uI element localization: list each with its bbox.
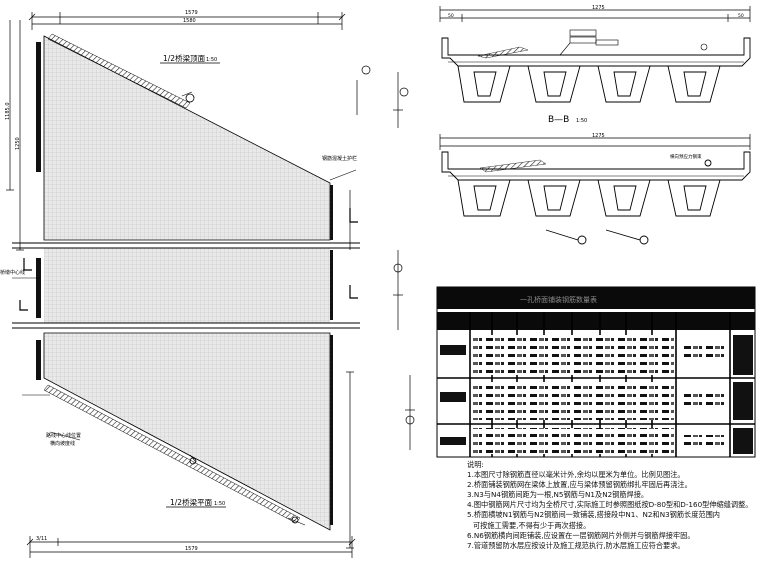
plan-left-dimension [6, 20, 24, 251]
plan-left-dim-text: 1185.0 [5, 103, 11, 121]
section-top-dim-text: 1275 [592, 5, 605, 11]
note-line: 5.桥面横坡N1钢筋与N2钢筋间一致铺装,搭接段中N1、N2和N3钢筋长度范围内 [467, 510, 720, 520]
reinforcement-mesh-middle [44, 248, 330, 323]
section-view-top [439, 6, 751, 103]
section-bottom-dim-text: 1275 [592, 133, 605, 139]
plan-title-bottom: 1/2桥梁平面 [170, 497, 213, 507]
plan-view: 1579 1580 1185.0 1250 [0, 10, 360, 558]
table-title: 一孔桥面铺装钢筋数量表 [520, 295, 597, 304]
note-line: 可按施工需要,不得有少于两次搭接。 [473, 520, 591, 530]
section-bottom-rebar [479, 159, 547, 173]
callout-transverse-tendon: 横向预应力钢束 [670, 153, 702, 160]
section-cut-marks [19, 208, 358, 311]
plan-title-top-scale: 1:50 [206, 57, 217, 63]
plan-top-dimension [28, 12, 346, 30]
rebar-quantity-table: 一孔桥面铺装钢筋数量表 [436, 286, 756, 458]
plan-title-bottom-scale: 1:50 [214, 501, 225, 507]
plan-top-dim-text-2: 1580 [183, 18, 196, 24]
guardrail-rebar-top [47, 33, 191, 109]
reinforcement-mesh-lower [43, 332, 331, 531]
note-line: 1.本图尺寸除钢筋直径以毫米计外,余均以厘米为单位。比例见图注。 [467, 470, 685, 480]
plan-bottom-dim-text-2: 1579 [185, 546, 198, 552]
plan-bottom-dimension [26, 536, 356, 558]
plan-right-edge [330, 185, 333, 525]
plan-left-dim-text-2: 1250 [15, 137, 21, 150]
plan-leaders [12, 91, 357, 526]
notes-heading: 说明: [467, 460, 484, 469]
callout-guardrail: 钢筋混凝土护栏 [322, 155, 357, 162]
design-notes: 说明: 1.本图尺寸除钢筋直径以毫米计外,余均以厘米为单位。比例见图注。 2.桥… [467, 460, 752, 568]
callout-route-center: 路线中心线位置 [46, 432, 81, 439]
reinforcement-mesh-upper [43, 35, 331, 241]
plan-top-dim-text: 1579 [185, 10, 198, 16]
middle-section-marks [356, 65, 415, 450]
section-top-rebar [477, 46, 529, 59]
section-view-bottom [439, 134, 751, 245]
plan-left-edge [36, 42, 41, 380]
note-line: 4.图中钢筋网片尺寸均为全桥尺寸,实际施工时参照图纸按D-80型和D-160型伸… [467, 500, 752, 510]
section-top-label-box [559, 29, 708, 56]
section-scale: 1:50 [576, 118, 587, 124]
pier-lines [12, 242, 360, 329]
note-line: 2.桥面铺装钢筋网在梁体上放置,应与梁体预留钢筋绑扎牢固后再浇注。 [467, 480, 692, 490]
note-line: 6.N6钢筋横向间距铺装,应设置在一层钢筋网片外侧并与钢筋焊接牢固。 [467, 530, 695, 540]
callout-slope-line: 横向坡度线 [50, 440, 75, 447]
section-title: B—B [548, 115, 569, 125]
section-top-dim-text-3: 50 [738, 13, 744, 19]
callout-pier-center: 桥墩中心线 [0, 269, 25, 276]
section-top-dim-text-2: 50 [448, 13, 454, 19]
plan-bottom-dim-text: 3/11 [36, 536, 47, 542]
note-line: 3.N3与N4钢筋间距为一根,N5钢筋与N1及N2钢筋焊接。 [467, 490, 649, 500]
note-line: 7.管道预留防水层应按设计及施工规范执行,防水层施工应符合要求。 [467, 540, 685, 550]
plan-right-dimension [346, 190, 354, 549]
plan-title-top: 1/2桥梁顶面 [163, 53, 206, 63]
